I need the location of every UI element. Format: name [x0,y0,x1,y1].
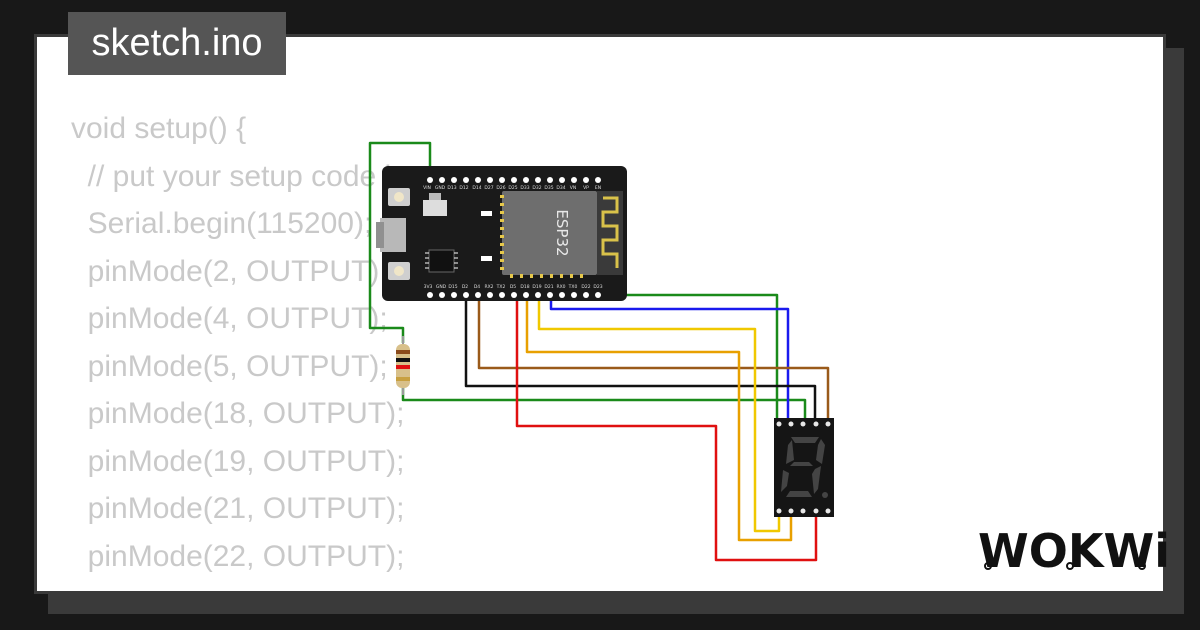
wire-green-d22[interactable] [587,293,779,422]
pin-label: D33 [520,185,529,191]
wire-black-d15[interactable] [464,296,817,422]
code-line: void setup() { [71,112,247,145]
preview-card: void setup() { // put your setup code he… [34,34,1166,594]
pin-label: GND [435,185,446,191]
pin-label: D25 [508,185,517,191]
code-line: pinMode(22, OUTPUT); [71,539,405,573]
pin-label: 3V3 [424,284,433,290]
antenna-icon [601,196,619,268]
pin-label: VP [583,185,589,191]
pin-label: TX2 [496,284,506,290]
pin-label: TX0 [568,284,578,290]
wire-orange-d18[interactable] [525,296,793,542]
regulator-chip [423,200,447,216]
usb-uart-chip [428,249,455,273]
code-line: pinMode(4, OUTPUT); [71,302,388,335]
wire-brown-d2[interactable] [477,296,830,422]
resistor[interactable] [396,336,410,395]
code-line: Serial.begin(115200); [71,207,373,240]
wire-green-resistor[interactable] [401,388,807,422]
pin-label: D34 [556,185,565,191]
chip-label: ESP32 [553,209,571,256]
brand-logo-text: WOKWi [978,524,1170,578]
wire-yellow-d19[interactable] [537,296,781,533]
pin-label: D4 [474,284,480,290]
pin-label: D26 [496,185,505,191]
code-line: pinMode(19, OUTPUT); [71,444,405,478]
pin-label: D35 [544,185,553,191]
wire-red-d5[interactable] [515,296,818,562]
code-line: pinMode(5, OUTPUT); [71,349,388,383]
pin-label: D27 [484,185,493,191]
power-led [481,211,492,216]
pin-label: D22 [581,284,590,290]
code-line: pinMode(18, OUTPUT); [71,397,405,430]
esp32-module [502,191,597,275]
pin-label: RX2 [484,284,493,290]
status-led [481,256,492,261]
usb-port [380,218,406,252]
pin-label: GND [436,284,447,290]
pin-label: D19 [532,284,541,290]
pin-label: D14 [472,185,481,191]
pin-label: D23 [593,284,602,290]
segments [781,437,828,498]
pin-label: D13 [447,185,456,191]
wire-green-vin[interactable] [368,141,432,343]
pin-label: RX0 [556,284,565,290]
seven-segment-display[interactable] [774,418,834,517]
code-line: pinMode(2, OUTPUT); [71,254,388,288]
wire-blue-d21[interactable] [549,296,790,422]
pin-label: VN [570,185,576,191]
code-line: } [71,580,620,591]
pin-label: VIN [423,185,431,191]
wokwi-logo: WOKWi [978,524,1170,578]
pin-label: EN [595,185,601,191]
pin-label: D18 [520,284,529,290]
pin-label: D5 [510,284,516,290]
file-tab[interactable]: sketch.ino [68,12,286,75]
pin-label: D2 [462,284,468,290]
pin-label: D21 [544,284,553,290]
pin-label: D32 [532,185,541,191]
pin-label: D12 [459,185,468,191]
esp32-board[interactable]: VIN GND D13 D12 D14 D27 D26 D25 D33 D32 … [376,166,627,301]
code-line: pinMode(21, OUTPUT); [71,492,405,525]
pin-label: D15 [448,284,457,290]
